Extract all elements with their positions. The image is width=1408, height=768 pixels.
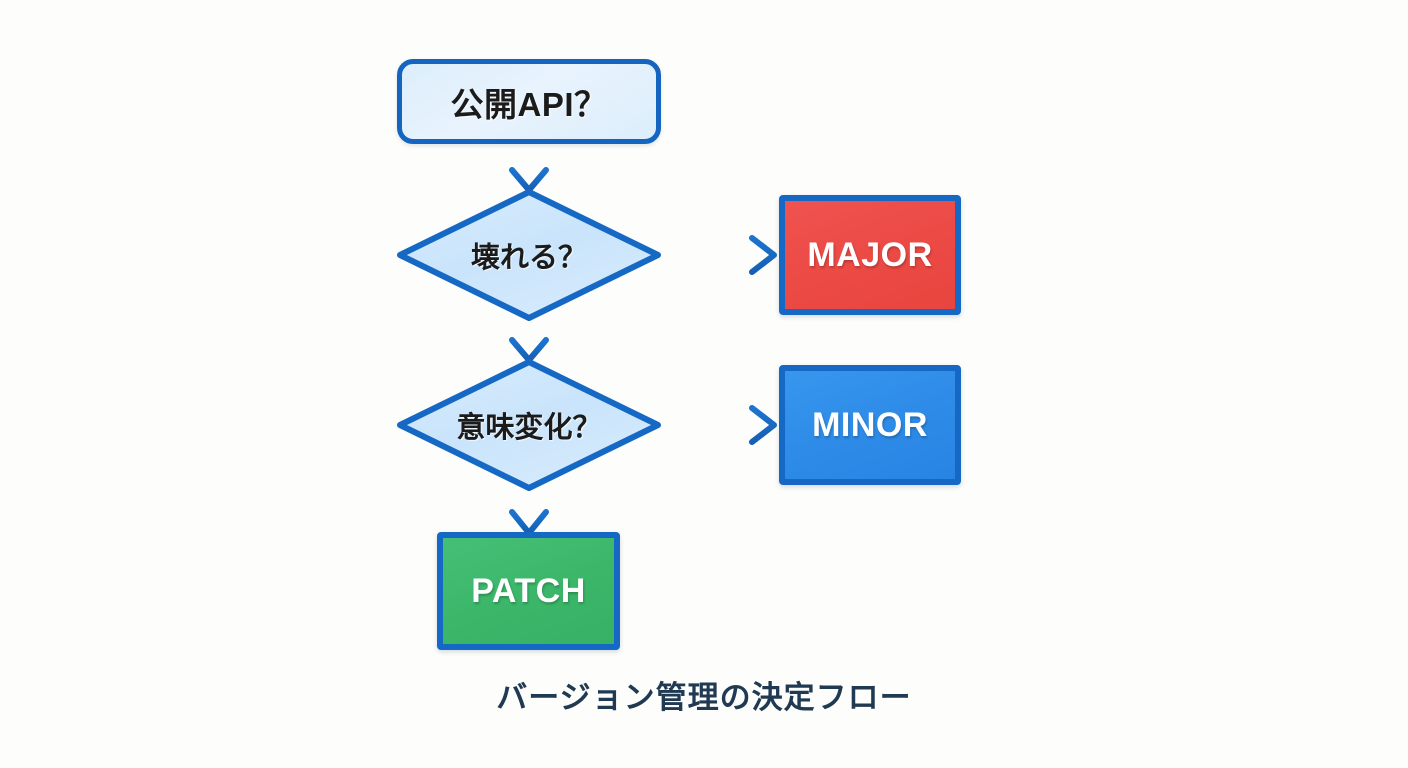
node-result-minor[interactable]: MINOR <box>779 365 961 485</box>
diamond-shape <box>397 359 661 491</box>
node-decision-breaking-label: 壊れる？ <box>470 242 587 274</box>
node-start-label: 公開API？ <box>450 85 608 123</box>
edge-semantic-to-patch <box>509 488 549 536</box>
edge-start-to-breaking <box>509 141 549 193</box>
node-decision-semantic-change[interactable]: 意味変化？ <box>397 359 661 491</box>
node-start-public-api[interactable]: 公開API？ <box>397 59 661 144</box>
node-result-patch[interactable]: PATCH <box>437 532 620 650</box>
edge-breaking-to-semantic <box>509 318 549 363</box>
node-decision-breaking[interactable]: 壊れる？ <box>397 189 661 321</box>
edge-breaking-to-major <box>658 235 777 275</box>
diamond-shape <box>397 189 661 321</box>
edge-semantic-to-minor <box>658 405 777 445</box>
node-result-major[interactable]: MAJOR <box>779 195 961 315</box>
node-result-major-label: MAJOR <box>807 235 933 274</box>
node-result-patch-label: PATCH <box>471 571 586 610</box>
node-decision-semantic-label: 意味変化？ <box>456 412 602 444</box>
diagram-caption: バージョン管理の決定フロー <box>496 680 912 715</box>
node-result-minor-label: MINOR <box>812 405 928 444</box>
